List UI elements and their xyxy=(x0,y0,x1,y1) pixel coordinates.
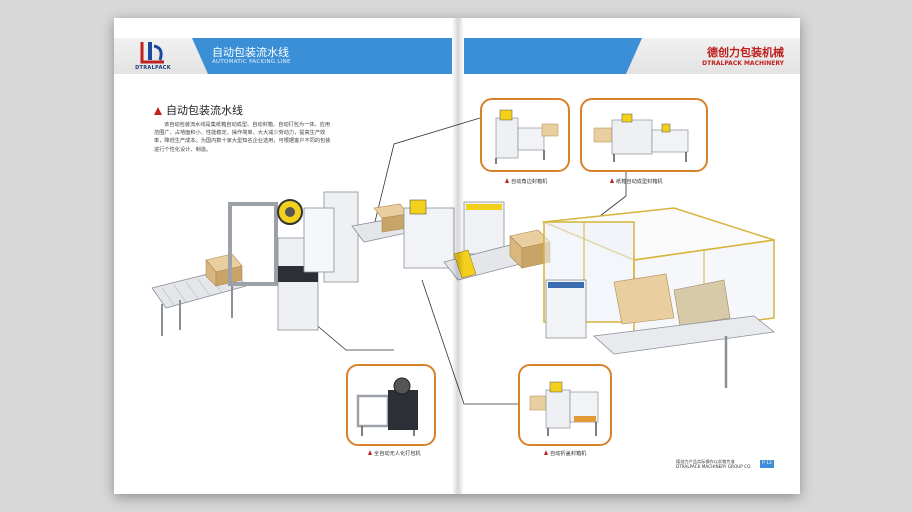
automatic-packing-line-illustration xyxy=(151,191,775,388)
callout-side-sealer xyxy=(480,98,570,172)
caption-carton-erector-sealer: 纸箱自动成型封箱机 xyxy=(610,178,663,185)
strapping-machine-image xyxy=(356,377,418,436)
dtralpack-logo-icon xyxy=(140,42,164,64)
callout-carton-erector-sealer xyxy=(580,98,708,172)
right-header: 德创力包装机械 DTRALPACK MACHINERY xyxy=(464,38,800,74)
carton-erector-sealer-machine-image xyxy=(593,113,689,162)
header-title: 自动包装流水线 xyxy=(212,46,289,59)
header-subtitle: AUTOMATIC PACKING LINE xyxy=(212,59,291,65)
page-number: P 12 xyxy=(760,460,774,468)
header-blue-band xyxy=(192,38,452,74)
page-footer: 德创力产品实际操作以实物为准 DTRALPACK MACHINERY GROUP… xyxy=(676,459,752,469)
brand-name-english: DTRALPACK MACHINERY xyxy=(702,60,784,67)
side-sealer-machine-image xyxy=(495,109,559,164)
section-title: 自动包装流水线 xyxy=(154,102,243,118)
book-spine-shadow xyxy=(452,18,464,494)
header-blue-band xyxy=(464,38,642,74)
folding-sealer-machine-image xyxy=(529,381,599,436)
logo-wordmark: DTRALPACK xyxy=(135,65,171,71)
caption-side-sealer: 自动角边封箱机 xyxy=(505,178,547,185)
brochure-spread: DTRALPACK 自动包装流水线 AUTOMATIC PACKING LINE… xyxy=(114,18,800,494)
caption-strapping-machine: 全自动无人化打包机 xyxy=(368,450,421,457)
callout-strapping-machine xyxy=(346,364,436,446)
left-header: DTRALPACK 自动包装流水线 AUTOMATIC PACKING LINE xyxy=(114,38,452,74)
section-description: 该自动包装流水线是集纸箱自动成型、自动封箱、自动打包为一体。应用范围广、占地面积… xyxy=(154,122,331,153)
caption-folding-sealer: 自动折盖封箱机 xyxy=(544,450,586,457)
callout-folding-sealer xyxy=(518,364,612,446)
triangle-bullet-icon xyxy=(154,107,162,115)
brand-name: 德创力包装机械 xyxy=(707,46,784,59)
